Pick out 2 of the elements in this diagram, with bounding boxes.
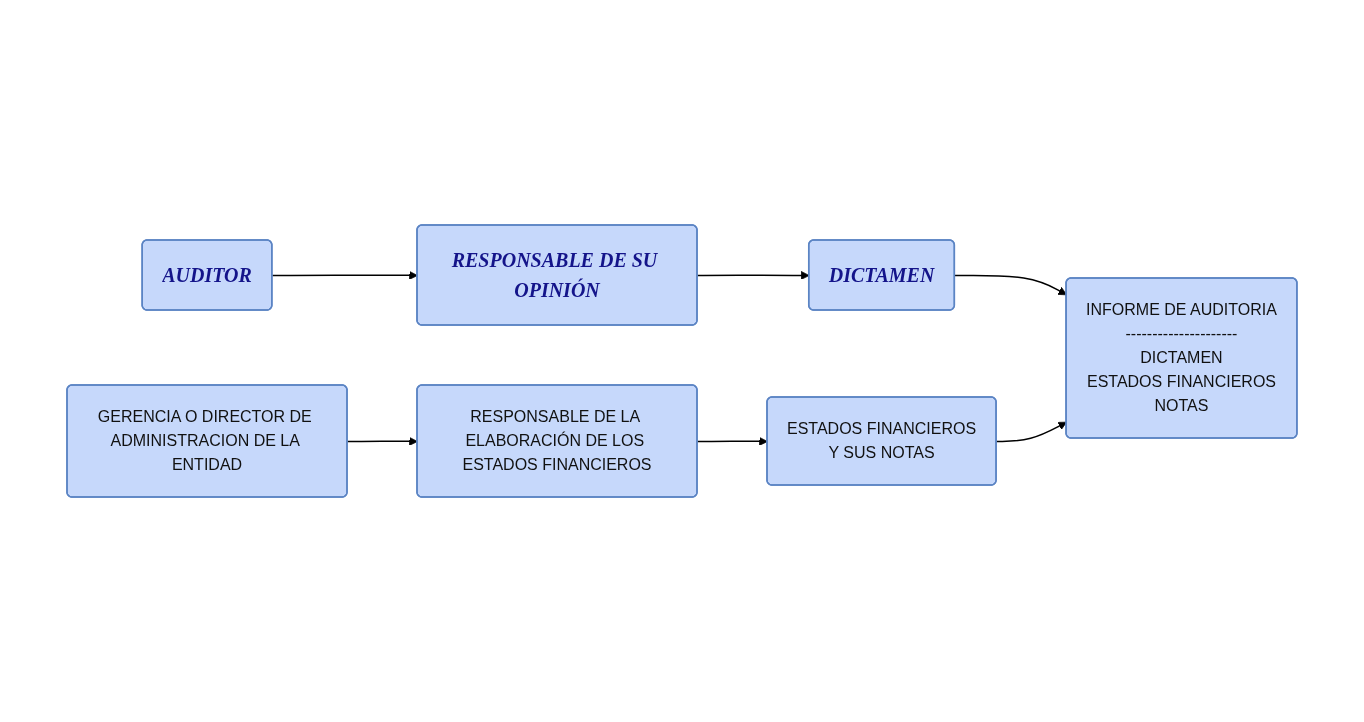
arrow bbox=[271, 271, 418, 280]
arrow bbox=[954, 274, 1067, 296]
